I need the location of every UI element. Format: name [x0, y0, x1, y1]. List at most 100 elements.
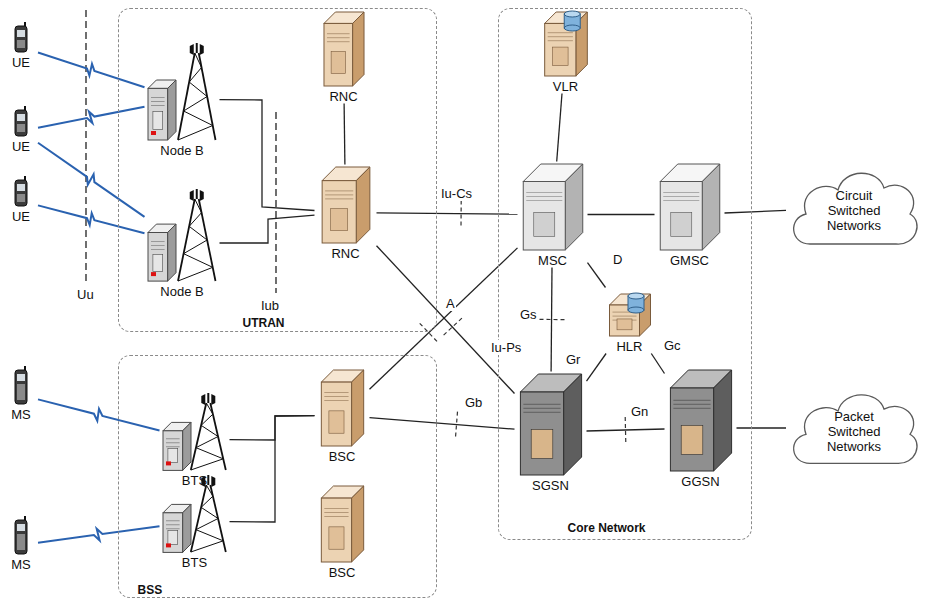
- element-label: BTS: [182, 555, 207, 570]
- beige-icon: [315, 484, 370, 564]
- icon-part: [151, 105, 165, 106]
- edge-label-holder: D: [612, 250, 623, 268]
- icon-part: [15, 520, 27, 554]
- icon-part: [325, 194, 353, 195]
- icon-part: [17, 30, 25, 37]
- edge-label-holder: Gb: [464, 393, 483, 411]
- icon-part: [183, 240, 207, 254]
- network-link: [343, 104, 345, 165]
- icon-part: [628, 293, 644, 299]
- network-link: [370, 248, 518, 389]
- icon-part: [17, 534, 25, 550]
- network-element: Node B: [145, 42, 220, 158]
- interface-label: A: [445, 296, 456, 311]
- element-label: UE: [12, 209, 30, 224]
- icon-part: [352, 12, 363, 86]
- interface-tick: [456, 412, 458, 438]
- cloud-label: Circuit Switched Networks: [812, 188, 896, 233]
- interface-label: Gc: [663, 338, 682, 353]
- icon-part: [190, 458, 222, 469]
- beige-icon: [315, 165, 377, 245]
- region-label: Core Network: [568, 521, 646, 535]
- icon-part: [199, 190, 203, 201]
- network-element: BSC: [315, 484, 370, 580]
- icon-part: [328, 526, 343, 548]
- icon-part: [189, 190, 193, 201]
- phone-icon: [4, 108, 38, 138]
- interface-tick: [420, 323, 438, 342]
- icon-part: [673, 403, 710, 404]
- region-label: UTRAN: [243, 316, 285, 330]
- icon-part: [151, 97, 165, 98]
- element-label: VLR: [553, 79, 578, 94]
- beige-icon: [318, 10, 370, 88]
- icon-part: [194, 199, 201, 213]
- icon-part: [152, 111, 162, 129]
- interface-label: Iu-Ps: [490, 340, 522, 355]
- element-label: MS: [11, 407, 31, 422]
- icon-part: [167, 224, 175, 281]
- network-element: RNC: [315, 165, 377, 261]
- interface-tick: [625, 417, 627, 443]
- icon-part: [326, 41, 349, 42]
- element-label: RNC: [331, 246, 359, 261]
- edge-label-holder: Iu-Ps: [490, 338, 522, 356]
- icon-part: [178, 53, 195, 140]
- network-cloud: Circuit Switched Networks: [786, 160, 922, 255]
- radio-link: [38, 107, 145, 128]
- db-icon: [540, 6, 592, 78]
- icon-part: [17, 374, 25, 381]
- cloud-text-holder: Packet Switched Networks: [786, 382, 922, 474]
- icon-part: [195, 447, 222, 458]
- element-label: Node B: [160, 284, 203, 299]
- icon-part: [183, 96, 207, 111]
- radio-link: [38, 143, 145, 217]
- icon-part: [201, 507, 218, 518]
- network-element: BSC: [315, 368, 370, 464]
- icon-part: [166, 543, 171, 547]
- icon-part: [663, 195, 699, 196]
- icon-part: [523, 411, 560, 412]
- network-element: GMSC: [655, 162, 725, 268]
- element-label: HLR: [616, 339, 642, 354]
- icon-part: [523, 181, 565, 250]
- icon-part: [564, 25, 580, 31]
- icon-part: [201, 414, 213, 425]
- icon-part: [663, 199, 699, 200]
- radio-link: [38, 53, 145, 88]
- network-link: [370, 418, 515, 430]
- icon-part: [178, 125, 213, 140]
- edge-label-holder: Gr: [565, 350, 581, 368]
- icon-part: [15, 26, 27, 52]
- element-label: BSC: [329, 449, 356, 464]
- network-element: MS: [4, 368, 38, 422]
- icon-part: [166, 520, 180, 521]
- interface-label-holder: Iub: [261, 296, 279, 314]
- network-element: MS: [4, 518, 38, 572]
- icon-part: [167, 448, 177, 462]
- grey-icon: [655, 162, 725, 252]
- network-link: [377, 213, 518, 214]
- icon-part: [326, 37, 349, 38]
- edge-label-holder: Gn: [630, 402, 649, 420]
- icon-part: [189, 82, 207, 97]
- interface-label: Gs: [519, 307, 538, 322]
- interface-label-holder: Uu: [77, 285, 94, 303]
- icon-part: [166, 438, 180, 439]
- iub-boundary: [275, 112, 276, 293]
- icon-part: [564, 11, 580, 17]
- icon-part: [325, 198, 353, 199]
- phone-icon: [4, 24, 38, 54]
- network-element: UE: [4, 178, 38, 224]
- network-link: [230, 416, 315, 522]
- icon-part: [547, 36, 572, 37]
- uu-boundary: [85, 10, 86, 282]
- icon-part: [663, 191, 699, 192]
- element-label: Node B: [160, 143, 203, 158]
- icon-part: [201, 496, 213, 507]
- network-region: Core NetworkVLRMSCGMSCHLRSGSNGGSN: [498, 8, 752, 540]
- edge-label-holder: Iu-Cs: [440, 184, 473, 202]
- icon-part: [17, 40, 25, 48]
- icon-part: [24, 366, 26, 370]
